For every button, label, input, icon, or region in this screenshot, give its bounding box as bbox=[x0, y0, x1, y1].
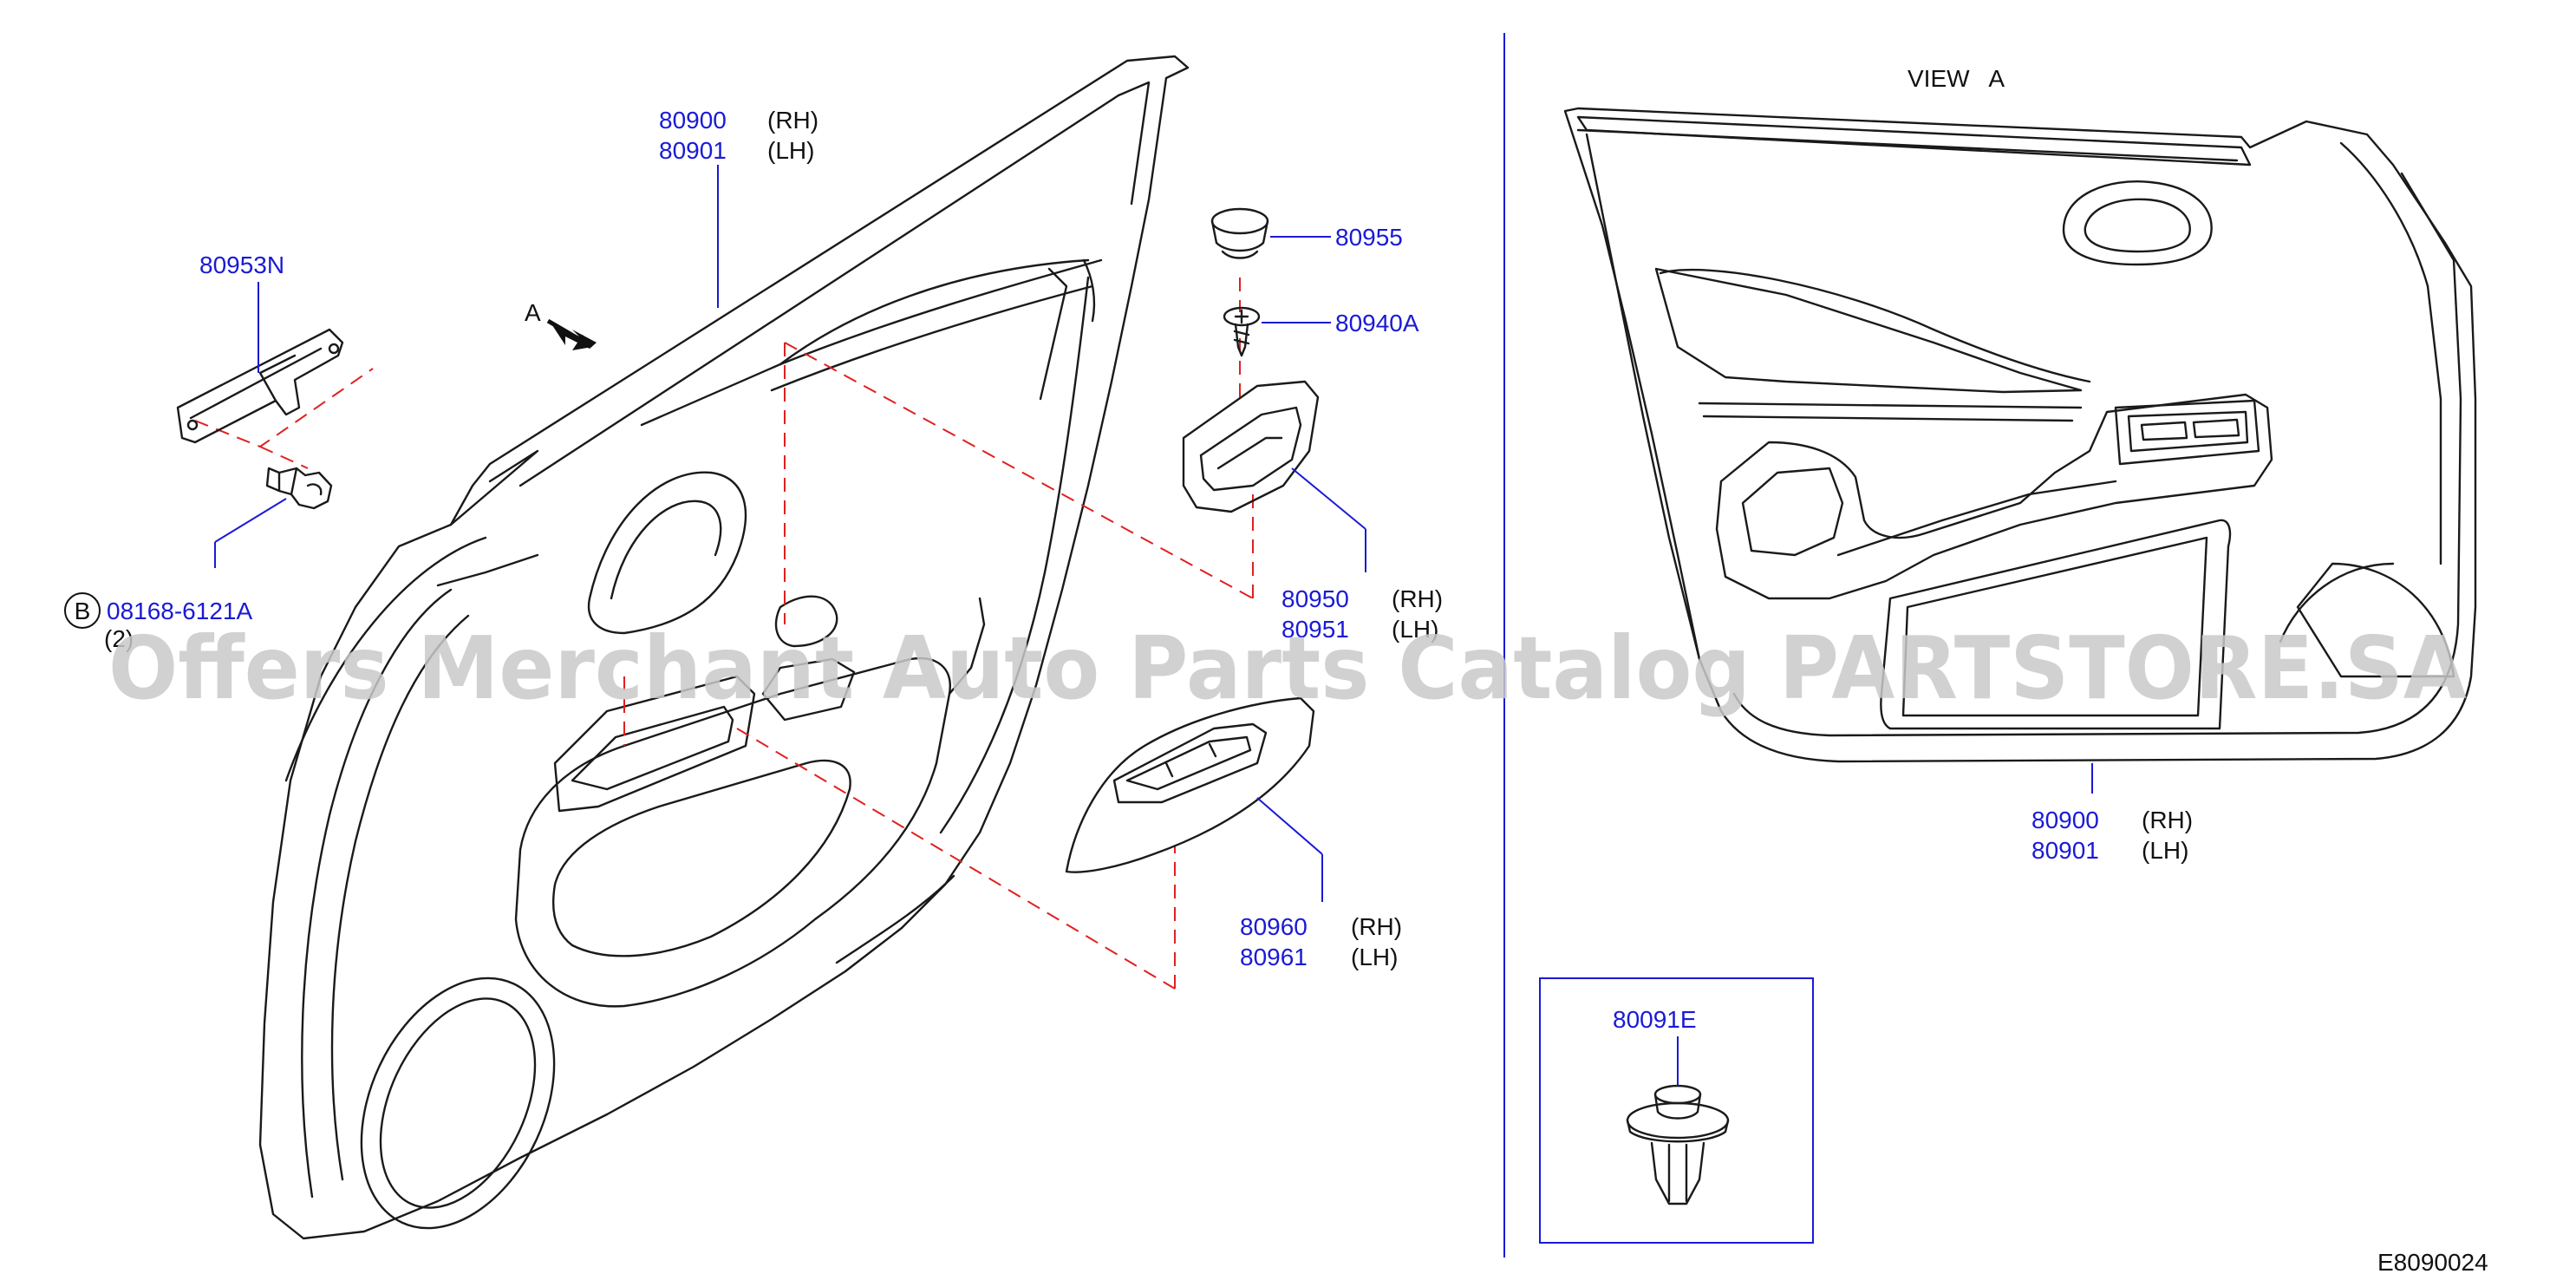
side-label: (RH) bbox=[767, 107, 818, 134]
callout-08168[interactable]: B 08168-6121A (2) bbox=[64, 592, 252, 652]
callout-80950[interactable]: 80950 (RH) 80951 (LH) bbox=[1281, 585, 1443, 643]
side-label: (LH) bbox=[1351, 944, 1398, 970]
leader-lines bbox=[214, 165, 2093, 1086]
part-number[interactable]: 80961 bbox=[1240, 944, 1308, 970]
part-number[interactable]: 80960 bbox=[1240, 913, 1308, 940]
view-a-title: VIEW A bbox=[1908, 65, 2005, 92]
side-label: (RH) bbox=[2142, 807, 2193, 833]
side-label: (RH) bbox=[1351, 913, 1402, 940]
view-a-arrow bbox=[546, 318, 597, 350]
part-number[interactable]: 80955 bbox=[1335, 224, 1403, 251]
bracket-80953n bbox=[176, 328, 344, 444]
quantity-label: (2) bbox=[104, 625, 134, 652]
bolt-08168 bbox=[265, 467, 333, 510]
part-number[interactable]: 08168-6121A bbox=[107, 598, 252, 624]
diagram-code: E8090024 bbox=[2377, 1249, 2488, 1276]
callout-80960[interactable]: 80960 (RH) 80961 (LH) bbox=[1240, 913, 1402, 970]
callout-80953n[interactable]: 80953N bbox=[199, 252, 284, 278]
assembly-dashed-lines bbox=[194, 278, 1254, 990]
side-label: (LH) bbox=[1392, 616, 1438, 643]
part-number[interactable]: 80900 bbox=[2031, 807, 2099, 833]
cap-80955 bbox=[1210, 207, 1269, 259]
callout-80940a[interactable]: 80940A bbox=[1335, 310, 1419, 336]
arrow-label: A bbox=[525, 299, 541, 326]
screw-80940a bbox=[1223, 306, 1261, 357]
watermark: Offers Merchant Auto Parts Catalog PARTS… bbox=[108, 617, 2467, 719]
part-number[interactable]: 80900 bbox=[659, 107, 727, 134]
b-marker bbox=[64, 592, 101, 629]
part-number[interactable]: 80091E bbox=[1613, 1006, 1697, 1033]
switch-finisher-80960 bbox=[1065, 696, 1315, 873]
door-trim-panel bbox=[258, 55, 1190, 1240]
part-number[interactable]: 80901 bbox=[659, 137, 727, 164]
handle-escutcheon-80950 bbox=[1182, 380, 1320, 513]
callout-80091e[interactable]: 80091E bbox=[1613, 1006, 1697, 1033]
clip-80091e bbox=[1626, 1084, 1730, 1205]
part-number[interactable]: 80901 bbox=[2031, 837, 2099, 864]
part-number[interactable]: 80953N bbox=[199, 252, 284, 278]
callout-80900[interactable]: 80900 (RH) 80901 (LH) bbox=[659, 107, 818, 164]
callout-80955[interactable]: 80955 bbox=[1335, 224, 1403, 251]
side-label: (LH) bbox=[2142, 837, 2188, 864]
part-number[interactable]: 80950 bbox=[1281, 585, 1349, 612]
view-a-trim-panel bbox=[1563, 107, 2477, 763]
part-number[interactable]: 80940A bbox=[1335, 310, 1419, 336]
part-number[interactable]: 80951 bbox=[1281, 616, 1349, 643]
side-label: (LH) bbox=[767, 137, 814, 164]
clip-detail-box bbox=[1539, 977, 1814, 1244]
callout-view-80900[interactable]: 80900 (RH) 80901 (LH) bbox=[2031, 807, 2193, 864]
b-marker-label: B bbox=[75, 598, 91, 624]
side-label: (RH) bbox=[1392, 585, 1443, 612]
